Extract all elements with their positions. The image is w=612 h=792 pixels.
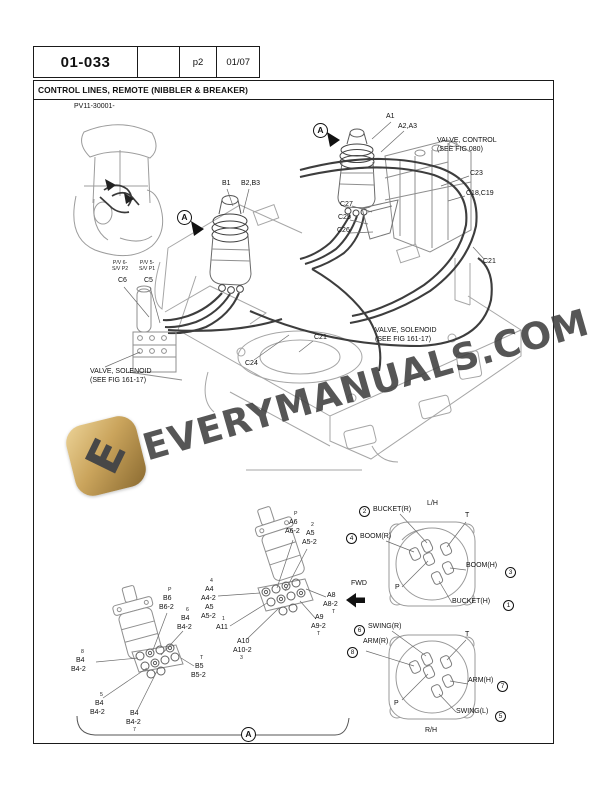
pb-b5-2: B5-2 — [191, 672, 206, 679]
pa-a8-2: A8-2 — [323, 601, 338, 608]
header-blank-cell — [138, 47, 180, 77]
pa-port-4: 4 — [210, 578, 213, 584]
pa-a9-2: A9-2 — [311, 623, 326, 630]
lh-boom-r: BOOM(R) — [360, 533, 392, 540]
rh-arm-r: ARM(R) — [363, 638, 389, 645]
lh-num-bucket-r: 2 — [359, 506, 370, 517]
view-a-marker-left: A — [177, 210, 192, 225]
pb-port-5: 5 — [100, 692, 103, 698]
callout-c18c19: C18,C19 — [466, 190, 494, 197]
pa-a4-2: A4-2 — [201, 595, 216, 602]
pa-a11: A11 — [216, 624, 228, 631]
pa-port-2: 2 — [311, 522, 314, 528]
rh-num-arm-h: 7 — [497, 681, 508, 692]
lh-title: L/H — [427, 500, 438, 507]
lh-num-bucket-h: 1 — [503, 600, 514, 611]
pb-port-p: P — [168, 587, 172, 593]
callout-c27: C27 — [340, 201, 353, 208]
pv5-label: P/V 5-S/V P1 — [139, 260, 156, 272]
lh-num-boom-r: 4 — [346, 533, 357, 544]
rh-t: T — [465, 631, 470, 638]
pa-a4: A4 — [205, 586, 214, 593]
valve-solenoid-right-2: (SEE FIG 161-17) — [375, 336, 432, 343]
lh-p: P — [395, 584, 400, 591]
pb-b4c: B4 — [95, 700, 104, 707]
pa-port-t2: T — [317, 631, 321, 637]
pb-port-6: 6 — [186, 607, 189, 613]
valve-solenoid-left-1: VALVE, SOLENOID — [90, 368, 152, 375]
pa-a6: A6 — [289, 519, 298, 526]
pb-b6: B6 — [163, 595, 172, 602]
callout-c25: C25 — [338, 214, 351, 221]
rh-num-arm-r: 8 — [347, 647, 358, 658]
view-a-marker-top: A — [313, 123, 328, 138]
lh-bucket-r: BUCKET(R) — [373, 506, 412, 513]
revision-date: 01/07 — [226, 56, 251, 68]
pb-port-8: 8 — [81, 649, 84, 655]
rh-swing-l: SWING(L) — [456, 708, 489, 715]
valve-solenoid-left-2: (SEE FIG 161-17) — [90, 377, 147, 384]
pb-port-t: T — [200, 655, 204, 661]
rh-swing-r: SWING(R) — [368, 623, 402, 630]
valve-control-label-1: VALVE, CONTROL — [437, 137, 497, 144]
header-table: 01-033 p2 01/07 — [33, 46, 260, 78]
pb-b4c-2: B4-2 — [90, 709, 105, 716]
pb-b4b: B4 — [76, 657, 85, 664]
pb-b4a: B4 — [181, 615, 190, 622]
valve-control-label-2: (SEE FIG 080) — [437, 146, 483, 153]
pb-b4d: B4 — [130, 710, 139, 717]
pb-b4a-2: B4-2 — [177, 624, 192, 631]
pa-a5-2: A5-2 — [302, 539, 317, 546]
pa-a6-2: A6-2 — [285, 528, 300, 535]
pb-b6-2: B6-2 — [159, 604, 174, 611]
view-a-marker-bottom: A — [241, 727, 256, 742]
page-number: p2 — [180, 47, 218, 77]
pa-a5: A5 — [306, 530, 315, 537]
pb-b5: B5 — [195, 663, 204, 670]
callout-b2b3: B2,B3 — [241, 180, 261, 187]
pb-b4d-2: B4-2 — [126, 719, 141, 726]
callout-c5: C5 — [144, 277, 153, 284]
pa-a10: A10 — [237, 638, 250, 645]
lh-bucket-h: BUCKET(H) — [452, 598, 491, 605]
pv6-label: P/V 6-S/V P2 — [112, 260, 129, 272]
rh-title: R/H — [425, 727, 438, 734]
rh-num-swing-r: 6 — [354, 625, 365, 636]
lh-boom-h: BOOM(H) — [466, 562, 498, 569]
callout-c23: C23 — [470, 170, 483, 177]
callout-b1: B1 — [222, 180, 231, 187]
pa-port-1: 1 — [222, 616, 225, 622]
pa-port-t1: T — [332, 609, 336, 615]
watermark-logo-letter: E — [74, 430, 138, 482]
rh-arm-h: ARM(H) — [468, 677, 494, 684]
callout-c21-mid: C21 — [314, 334, 327, 341]
pb-port-7: 7 — [133, 727, 136, 733]
valve-solenoid-right-1: VALVE, SOLENOID — [375, 327, 437, 334]
pa-a9: A9 — [315, 614, 324, 621]
callout-c26: C26 — [337, 227, 350, 234]
rh-p: P — [394, 700, 399, 707]
pa-a8: A8 — [327, 592, 336, 599]
lh-t: T — [465, 512, 470, 519]
pa-a10-2: A10-2 — [233, 647, 252, 654]
pa-port-p: P — [294, 511, 298, 517]
callout-c6: C6 — [118, 277, 127, 284]
callout-c21-right: C21 — [483, 258, 496, 265]
fwd-label: FWD — [351, 580, 367, 587]
serial-range: PV11-30001- — [74, 103, 115, 110]
pa-a5b-2: A5-2 — [201, 613, 216, 620]
rh-num-swing-l: 5 — [495, 711, 506, 722]
pa-port-3: 3 — [240, 655, 243, 661]
callout-a2a3: A2,A3 — [398, 123, 418, 130]
pa-a5b: A5 — [205, 604, 214, 611]
doc-number: 01-033 — [34, 47, 139, 77]
callout-c24: C24 — [245, 360, 258, 367]
pb-b4b-2: B4-2 — [71, 666, 86, 673]
callout-a1: A1 — [386, 113, 395, 120]
lh-num-boom-h: 3 — [505, 567, 516, 578]
